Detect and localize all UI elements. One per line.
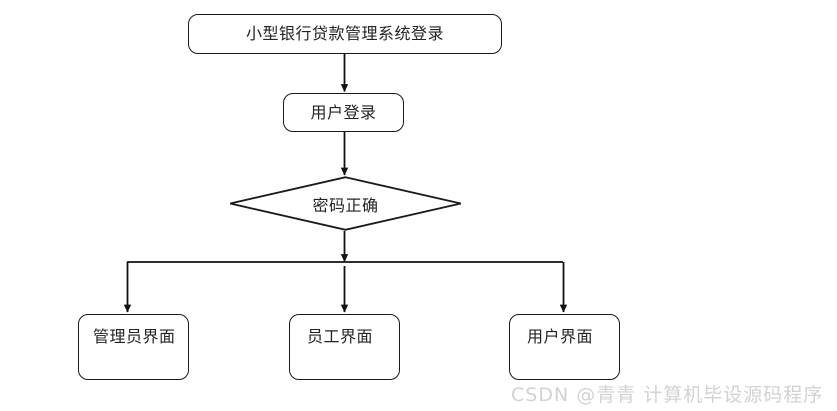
node-system-login-title[interactable]: 小型银行贷款管理系统登录	[188, 14, 502, 54]
node-label: 密码正确	[312, 195, 379, 215]
node-label: 小型银行贷款管理系统登录	[245, 24, 444, 43]
node-label: 管理员界面	[93, 327, 176, 346]
node-staff-interface[interactable]: 员工界面	[289, 314, 400, 380]
node-label: 用户界面	[527, 327, 594, 346]
node-user-login[interactable]: 用户登录	[283, 93, 404, 132]
node-user-interface[interactable]: 用户界面	[509, 314, 620, 380]
diamond-shape	[229, 176, 462, 231]
node-label: 用户登录	[310, 102, 377, 122]
node-label: 员工界面	[307, 327, 374, 346]
csdn-watermark: CSDN @青青 计算机毕设源码程序	[511, 384, 824, 406]
node-admin-interface[interactable]: 管理员界面	[78, 314, 189, 380]
node-password-correct-decision[interactable]: 密码正确	[229, 176, 462, 231]
